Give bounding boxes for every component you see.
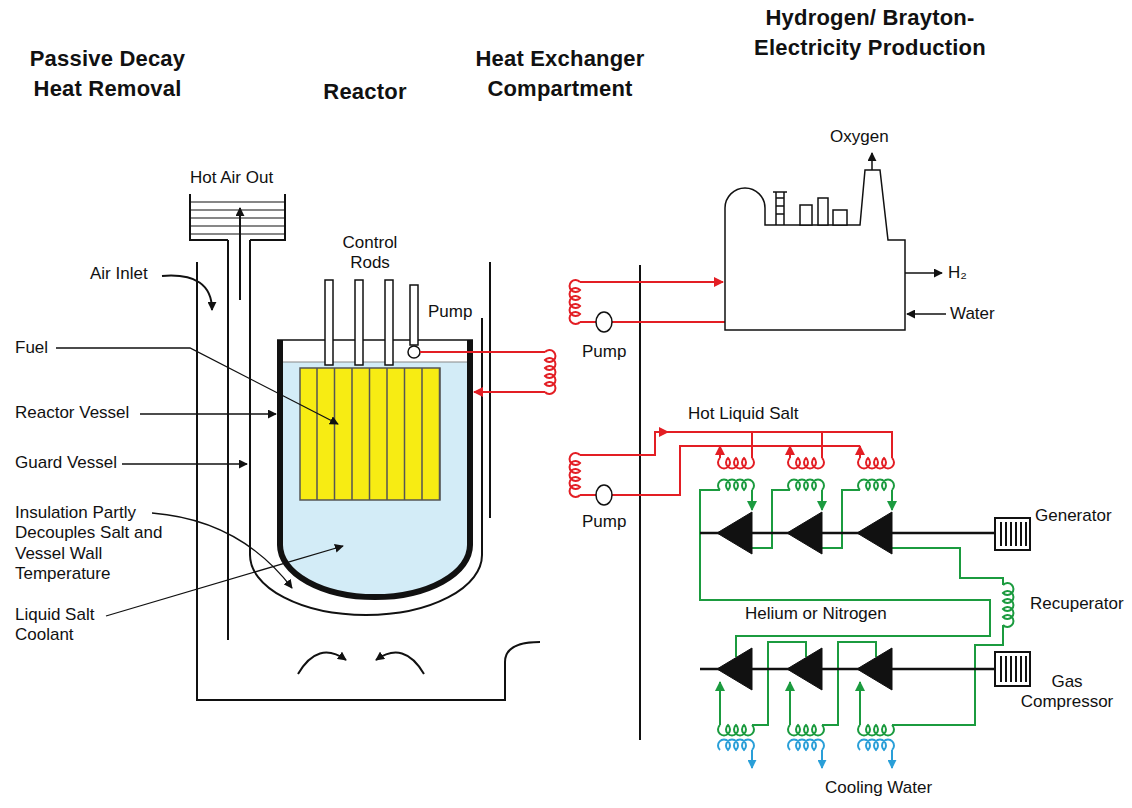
hydrogen-arrow <box>905 272 942 274</box>
guard-vessel <box>250 318 482 615</box>
liquid-salt <box>282 362 468 595</box>
compressor-drive-symbol <box>995 652 1030 686</box>
air-flow-arrow <box>298 653 346 674</box>
coil <box>718 725 754 735</box>
part-label: Hot Air Out <box>190 168 273 188</box>
salt-surface <box>282 362 468 363</box>
coil <box>545 350 555 394</box>
coil <box>788 458 824 468</box>
brayton-gas-loop <box>700 480 1013 736</box>
fuel-rod <box>334 368 336 500</box>
oxygen-arrow <box>871 153 873 170</box>
brayton-salt-loop <box>570 432 894 497</box>
primary-salt-loop <box>420 350 555 394</box>
fuel-rod <box>421 368 423 500</box>
pump-shaft <box>410 285 418 345</box>
coil <box>718 480 754 490</box>
coil <box>788 725 824 735</box>
fuel-rod <box>351 368 353 500</box>
part-label: Gas Compressor <box>1008 672 1126 713</box>
hydrogen-salt-loop <box>570 280 725 324</box>
column-heading: Heat Exchanger Compartment <box>445 44 675 103</box>
part-label: Fuel <box>15 338 48 358</box>
air-inlet-arrow <box>162 276 212 310</box>
column-heading: Hydrogen/ Brayton-Electricity Production <box>735 3 1005 62</box>
cooling-water <box>718 740 894 768</box>
part-label: Pump <box>428 302 472 322</box>
part-label: Air Inlet <box>90 264 148 284</box>
vessel-head <box>277 339 473 341</box>
coil <box>858 458 894 468</box>
fuel-rods <box>317 368 440 500</box>
part-label: Control Rods <box>330 233 410 274</box>
part-label: Liquid Salt Coolant <box>15 605 125 646</box>
coil <box>858 725 894 735</box>
part-label: Generator <box>1035 506 1112 526</box>
air-flow-arrow <box>376 653 424 674</box>
fuel-rod <box>369 368 371 500</box>
coil <box>1003 583 1013 627</box>
part-label: Insulation Partly Decouples Salt and Ves… <box>15 503 185 585</box>
stream-label: Cooling Water <box>825 778 932 798</box>
reactor-vessel <box>280 340 470 597</box>
part-label: Reactor Vessel <box>15 403 165 423</box>
stream-label: Hot Liquid Salt <box>688 404 799 424</box>
fuel-rod <box>404 368 406 500</box>
coil <box>788 480 824 490</box>
fuel-rod <box>316 368 318 500</box>
fuel-rod <box>439 368 441 500</box>
coil <box>570 280 580 324</box>
part-label: Guard Vessel <box>15 453 117 473</box>
pump-impeller <box>408 346 420 358</box>
coil <box>858 740 894 750</box>
generator-symbol <box>995 518 1030 550</box>
coil <box>718 740 754 750</box>
stream-label: Water <box>950 304 995 324</box>
turbo-machinery <box>700 512 995 690</box>
fuel-assembly <box>300 368 440 500</box>
part-label: Pump <box>582 512 626 532</box>
column-heading: Reactor <box>305 77 425 107</box>
stream-label: Oxygen <box>830 127 889 147</box>
control-rods <box>325 280 393 365</box>
part-label: Pump <box>582 342 626 362</box>
air-duct <box>190 194 540 700</box>
stream-label: Helium or Nitrogen <box>745 604 887 624</box>
hot-air-arrow <box>239 208 241 300</box>
part-label: Recuperator <box>1030 594 1124 614</box>
coil <box>718 458 754 468</box>
hydrogen-plant <box>725 170 905 330</box>
compartment-wall <box>489 262 491 518</box>
column-heading: Passive Decay Heat Removal <box>20 44 195 103</box>
pump-symbol <box>596 312 612 332</box>
fuel-rod <box>386 368 388 500</box>
compartment-wall <box>639 265 641 740</box>
stream-label: H₂ <box>948 263 967 283</box>
coil <box>858 480 894 490</box>
coil <box>570 453 580 497</box>
pump-symbol <box>596 485 612 505</box>
coil <box>788 740 824 750</box>
water-arrow <box>907 313 946 315</box>
